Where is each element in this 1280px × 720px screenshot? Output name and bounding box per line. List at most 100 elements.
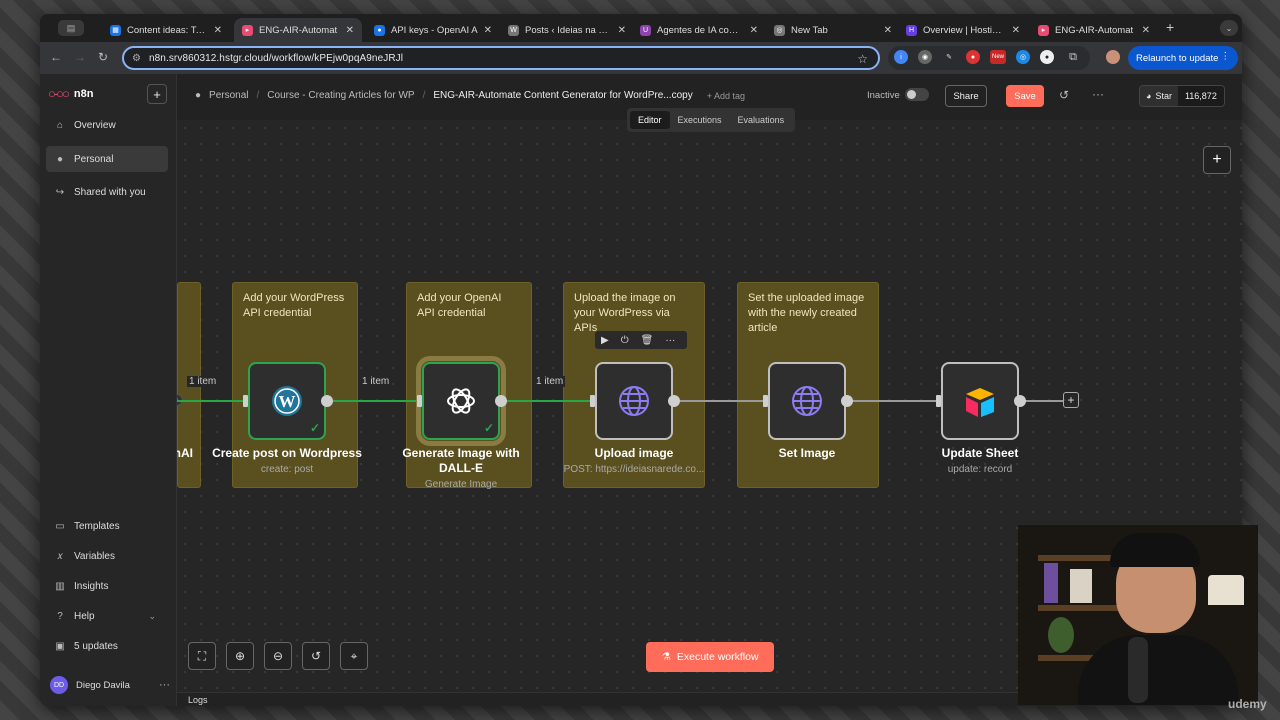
- node-create-post-wordpress[interactable]: W ✓: [248, 362, 326, 440]
- connection-edge[interactable]: [331, 400, 417, 402]
- connection-edge[interactable]: [1025, 400, 1063, 402]
- reset-zoom-icon[interactable]: ↺: [302, 642, 330, 670]
- sidebar-item-label: Insights: [74, 580, 109, 592]
- fit-view-icon[interactable]: ⛶: [188, 642, 216, 670]
- connection-edge[interactable]: [177, 400, 243, 402]
- extension-6-icon[interactable]: ◎: [1016, 50, 1030, 64]
- n8n-logo[interactable]: ○-○○ n8n: [48, 86, 93, 101]
- node-generate-image-dalle[interactable]: ✓: [416, 356, 506, 446]
- logs-panel[interactable]: Logs: [177, 692, 1242, 706]
- close-tab-icon[interactable]: ✕: [617, 24, 626, 36]
- create-button[interactable]: +: [147, 84, 167, 104]
- sidebar-item-help[interactable]: ?Help⌄: [46, 603, 168, 629]
- zoom-out-icon[interactable]: ⊖: [264, 642, 292, 670]
- sidebar-item-updates[interactable]: ▣5 updates: [46, 633, 168, 659]
- sidebar-item-overview[interactable]: ⌂Overview: [46, 112, 168, 138]
- connection-edge[interactable]: [505, 400, 591, 402]
- execute-workflow-button[interactable]: ⚗Execute workflow: [646, 642, 774, 672]
- more-horizontal-icon[interactable]: ···: [1092, 87, 1104, 101]
- profile-avatar[interactable]: [1106, 50, 1120, 64]
- more-horizontal-icon[interactable]: ···: [665, 334, 676, 346]
- output-handle[interactable]: [841, 395, 853, 407]
- node-update-sheet[interactable]: [941, 362, 1019, 440]
- zoom-in-icon[interactable]: ⊕: [226, 642, 254, 670]
- more-horizontal-icon[interactable]: ···: [159, 679, 170, 691]
- sticky-note[interactable]: Set the uploaded image with the newly cr…: [737, 282, 879, 488]
- save-button[interactable]: Save: [1006, 85, 1044, 107]
- input-handle[interactable]: [243, 395, 248, 407]
- relaunch-button[interactable]: Relaunch to update⋮: [1128, 46, 1238, 70]
- tidy-up-icon[interactable]: ⌖: [340, 642, 368, 670]
- close-tab-icon[interactable]: ✕: [1141, 24, 1150, 36]
- extension-7-icon[interactable]: ●: [1040, 50, 1054, 64]
- bookmark-star-icon[interactable]: ☆: [857, 52, 868, 66]
- active-toggle[interactable]: [905, 88, 929, 101]
- sidebar-item-insights[interactable]: ▥Insights: [46, 573, 168, 599]
- workflow-name[interactable]: ENG-AIR-Automate Content Generator for W…: [433, 90, 693, 101]
- sidebar-item-shared[interactable]: ↪Shared with you: [46, 179, 168, 205]
- connection-edge[interactable]: [679, 400, 765, 402]
- close-tab-icon[interactable]: ✕: [483, 24, 492, 36]
- power-icon[interactable]: ⏻: [620, 334, 629, 346]
- more-vertical-icon[interactable]: ⋮: [1220, 51, 1231, 62]
- breadcrumb-project[interactable]: Course - Creating Articles for WP: [267, 90, 415, 101]
- extension-3-icon[interactable]: ✎: [946, 54, 952, 61]
- close-tab-icon[interactable]: ✕: [345, 24, 354, 36]
- node-upload-image[interactable]: [595, 362, 673, 440]
- url-text[interactable]: n8n.srv860312.hstgr.cloud/workflow/kPEjw…: [148, 52, 404, 64]
- browser-tab[interactable]: ●API keys - OpenAI A✕: [366, 18, 500, 42]
- reload-icon[interactable]: ↻: [98, 50, 109, 64]
- browser-tab[interactable]: ▸ENG-AIR-Automat✕: [1030, 18, 1158, 42]
- github-star-button[interactable]: ◕Star 116,872: [1139, 85, 1225, 107]
- output-handle[interactable]: [668, 395, 680, 407]
- history-icon[interactable]: ↺: [1059, 88, 1070, 102]
- new-tab-button[interactable]: +: [1166, 19, 1175, 35]
- sidebar-item-templates[interactable]: ▭Templates: [46, 513, 168, 539]
- input-handle[interactable]: [417, 395, 422, 407]
- close-tab-icon[interactable]: ✕: [213, 24, 222, 36]
- tab-editor[interactable]: Editor: [630, 111, 670, 129]
- extension-2-icon[interactable]: ◉: [918, 50, 932, 64]
- browser-tab-active[interactable]: ▸ENG-AIR-Automat✕: [234, 18, 362, 42]
- sidebar-item-personal[interactable]: ●Personal: [46, 146, 168, 172]
- share-button[interactable]: Share: [945, 85, 987, 107]
- add-next-node-button[interactable]: +: [1063, 392, 1079, 408]
- output-handle[interactable]: [495, 395, 507, 407]
- site-info-icon[interactable]: ⚙: [132, 52, 141, 64]
- close-tab-icon[interactable]: ✕: [883, 24, 892, 36]
- forward-arrow-icon[interactable]: →: [74, 50, 86, 64]
- tab-executions[interactable]: Executions: [677, 115, 722, 125]
- add-tag-link[interactable]: + Add tag: [706, 90, 746, 101]
- browser-tab[interactable]: ◎New Tab✕: [766, 18, 900, 42]
- close-tab-icon[interactable]: ✕: [749, 24, 758, 36]
- play-icon[interactable]: ▶: [601, 334, 609, 346]
- tab-search-button[interactable]: ▤: [58, 20, 84, 36]
- shelf: [1038, 605, 1178, 611]
- connection-edge[interactable]: [852, 400, 938, 402]
- back-arrow-icon[interactable]: ←: [50, 50, 62, 64]
- extension-4-icon[interactable]: ●: [966, 50, 980, 64]
- close-tab-icon[interactable]: ✕: [1011, 24, 1020, 36]
- address-bar[interactable]: ⚙ n8n.srv860312.hstgr.cloud/workflow/kPE…: [122, 46, 880, 70]
- extension-1-icon[interactable]: i: [894, 50, 908, 64]
- sticky-note[interactable]: Upload the image on your WordPress via A…: [563, 282, 705, 488]
- tab-list-chevron-icon[interactable]: ⌄: [1220, 20, 1238, 36]
- trash-icon[interactable]: 🗑: [640, 334, 654, 346]
- input-handle[interactable]: [590, 395, 595, 407]
- extension-new-badge[interactable]: New: [990, 50, 1006, 64]
- input-handle[interactable]: [936, 395, 941, 407]
- puzzle-icon[interactable]: ⧉: [1069, 50, 1077, 63]
- input-handle[interactable]: [763, 395, 768, 407]
- browser-tab[interactable]: ▦Content ideas: Table✕: [102, 18, 230, 42]
- breadcrumb-personal[interactable]: Personal: [209, 90, 249, 101]
- tab-evaluations[interactable]: Evaluations: [737, 115, 785, 125]
- node-set-image[interactable]: [768, 362, 846, 440]
- output-handle[interactable]: [321, 395, 333, 407]
- user-menu[interactable]: DD Diego Davila ···: [50, 676, 170, 694]
- output-handle[interactable]: [1014, 395, 1026, 407]
- add-node-button[interactable]: +: [1203, 146, 1231, 174]
